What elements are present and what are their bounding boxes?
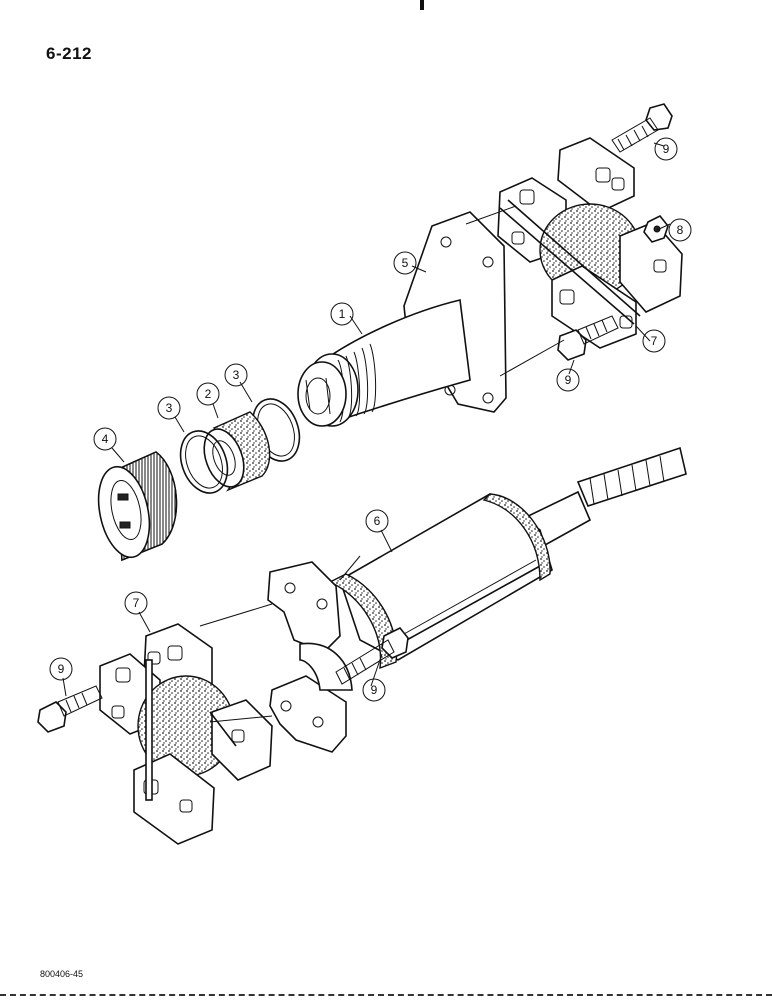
callout-4: 4 xyxy=(93,427,117,451)
alignment-lines xyxy=(199,205,565,723)
svg-text:2: 2 xyxy=(205,387,212,401)
svg-text:1: 1 xyxy=(339,307,346,321)
registration-mark xyxy=(420,0,424,10)
slip-bearing xyxy=(203,411,271,492)
svg-text:9: 9 xyxy=(58,662,65,676)
bolt-lower-middle xyxy=(335,626,409,685)
svg-text:7: 7 xyxy=(133,596,140,610)
dust-cap xyxy=(97,451,178,562)
callout-8: 8 xyxy=(668,218,692,242)
callout-9c: 9 xyxy=(49,657,73,681)
callout-9a: 9 xyxy=(654,137,678,161)
bolt-upper-right xyxy=(611,103,673,153)
seal-ring-left xyxy=(179,430,229,494)
bottom-border xyxy=(0,994,772,998)
callout-1: 1 xyxy=(330,302,354,326)
tube-yoke xyxy=(267,561,353,753)
svg-text:3: 3 xyxy=(233,368,240,382)
figure-code: 800406-45 xyxy=(40,969,84,979)
svg-text:8: 8 xyxy=(677,223,684,237)
callout-leaders xyxy=(62,142,671,697)
svg-text:4: 4 xyxy=(102,432,109,446)
slip-yoke xyxy=(297,211,507,427)
svg-text:5: 5 xyxy=(402,256,409,270)
svg-text:6: 6 xyxy=(374,514,381,528)
callout-3b: 3 xyxy=(224,363,248,387)
svg-text:9: 9 xyxy=(371,683,378,697)
page-number: 6-212 xyxy=(46,44,92,63)
svg-text:7: 7 xyxy=(651,334,658,348)
callout-6: 6 xyxy=(365,509,389,533)
drive-tube xyxy=(328,446,687,670)
bolt-upper-left xyxy=(557,315,619,361)
svg-text:9: 9 xyxy=(663,142,670,156)
callout-5: 5 xyxy=(393,251,417,275)
svg-text:9: 9 xyxy=(565,373,572,387)
svg-text:3: 3 xyxy=(166,401,173,415)
bolt-lower-left xyxy=(37,685,103,733)
callout-7b: 7 xyxy=(642,329,666,353)
callout-2: 2 xyxy=(196,382,220,406)
universal-joint-lower xyxy=(99,623,273,845)
callout-7a: 7 xyxy=(124,591,148,615)
universal-joint-upper xyxy=(497,137,683,349)
callout-9b: 9 xyxy=(556,368,580,392)
callout-9d: 9 xyxy=(362,678,386,702)
callout-3a: 3 xyxy=(157,396,181,420)
